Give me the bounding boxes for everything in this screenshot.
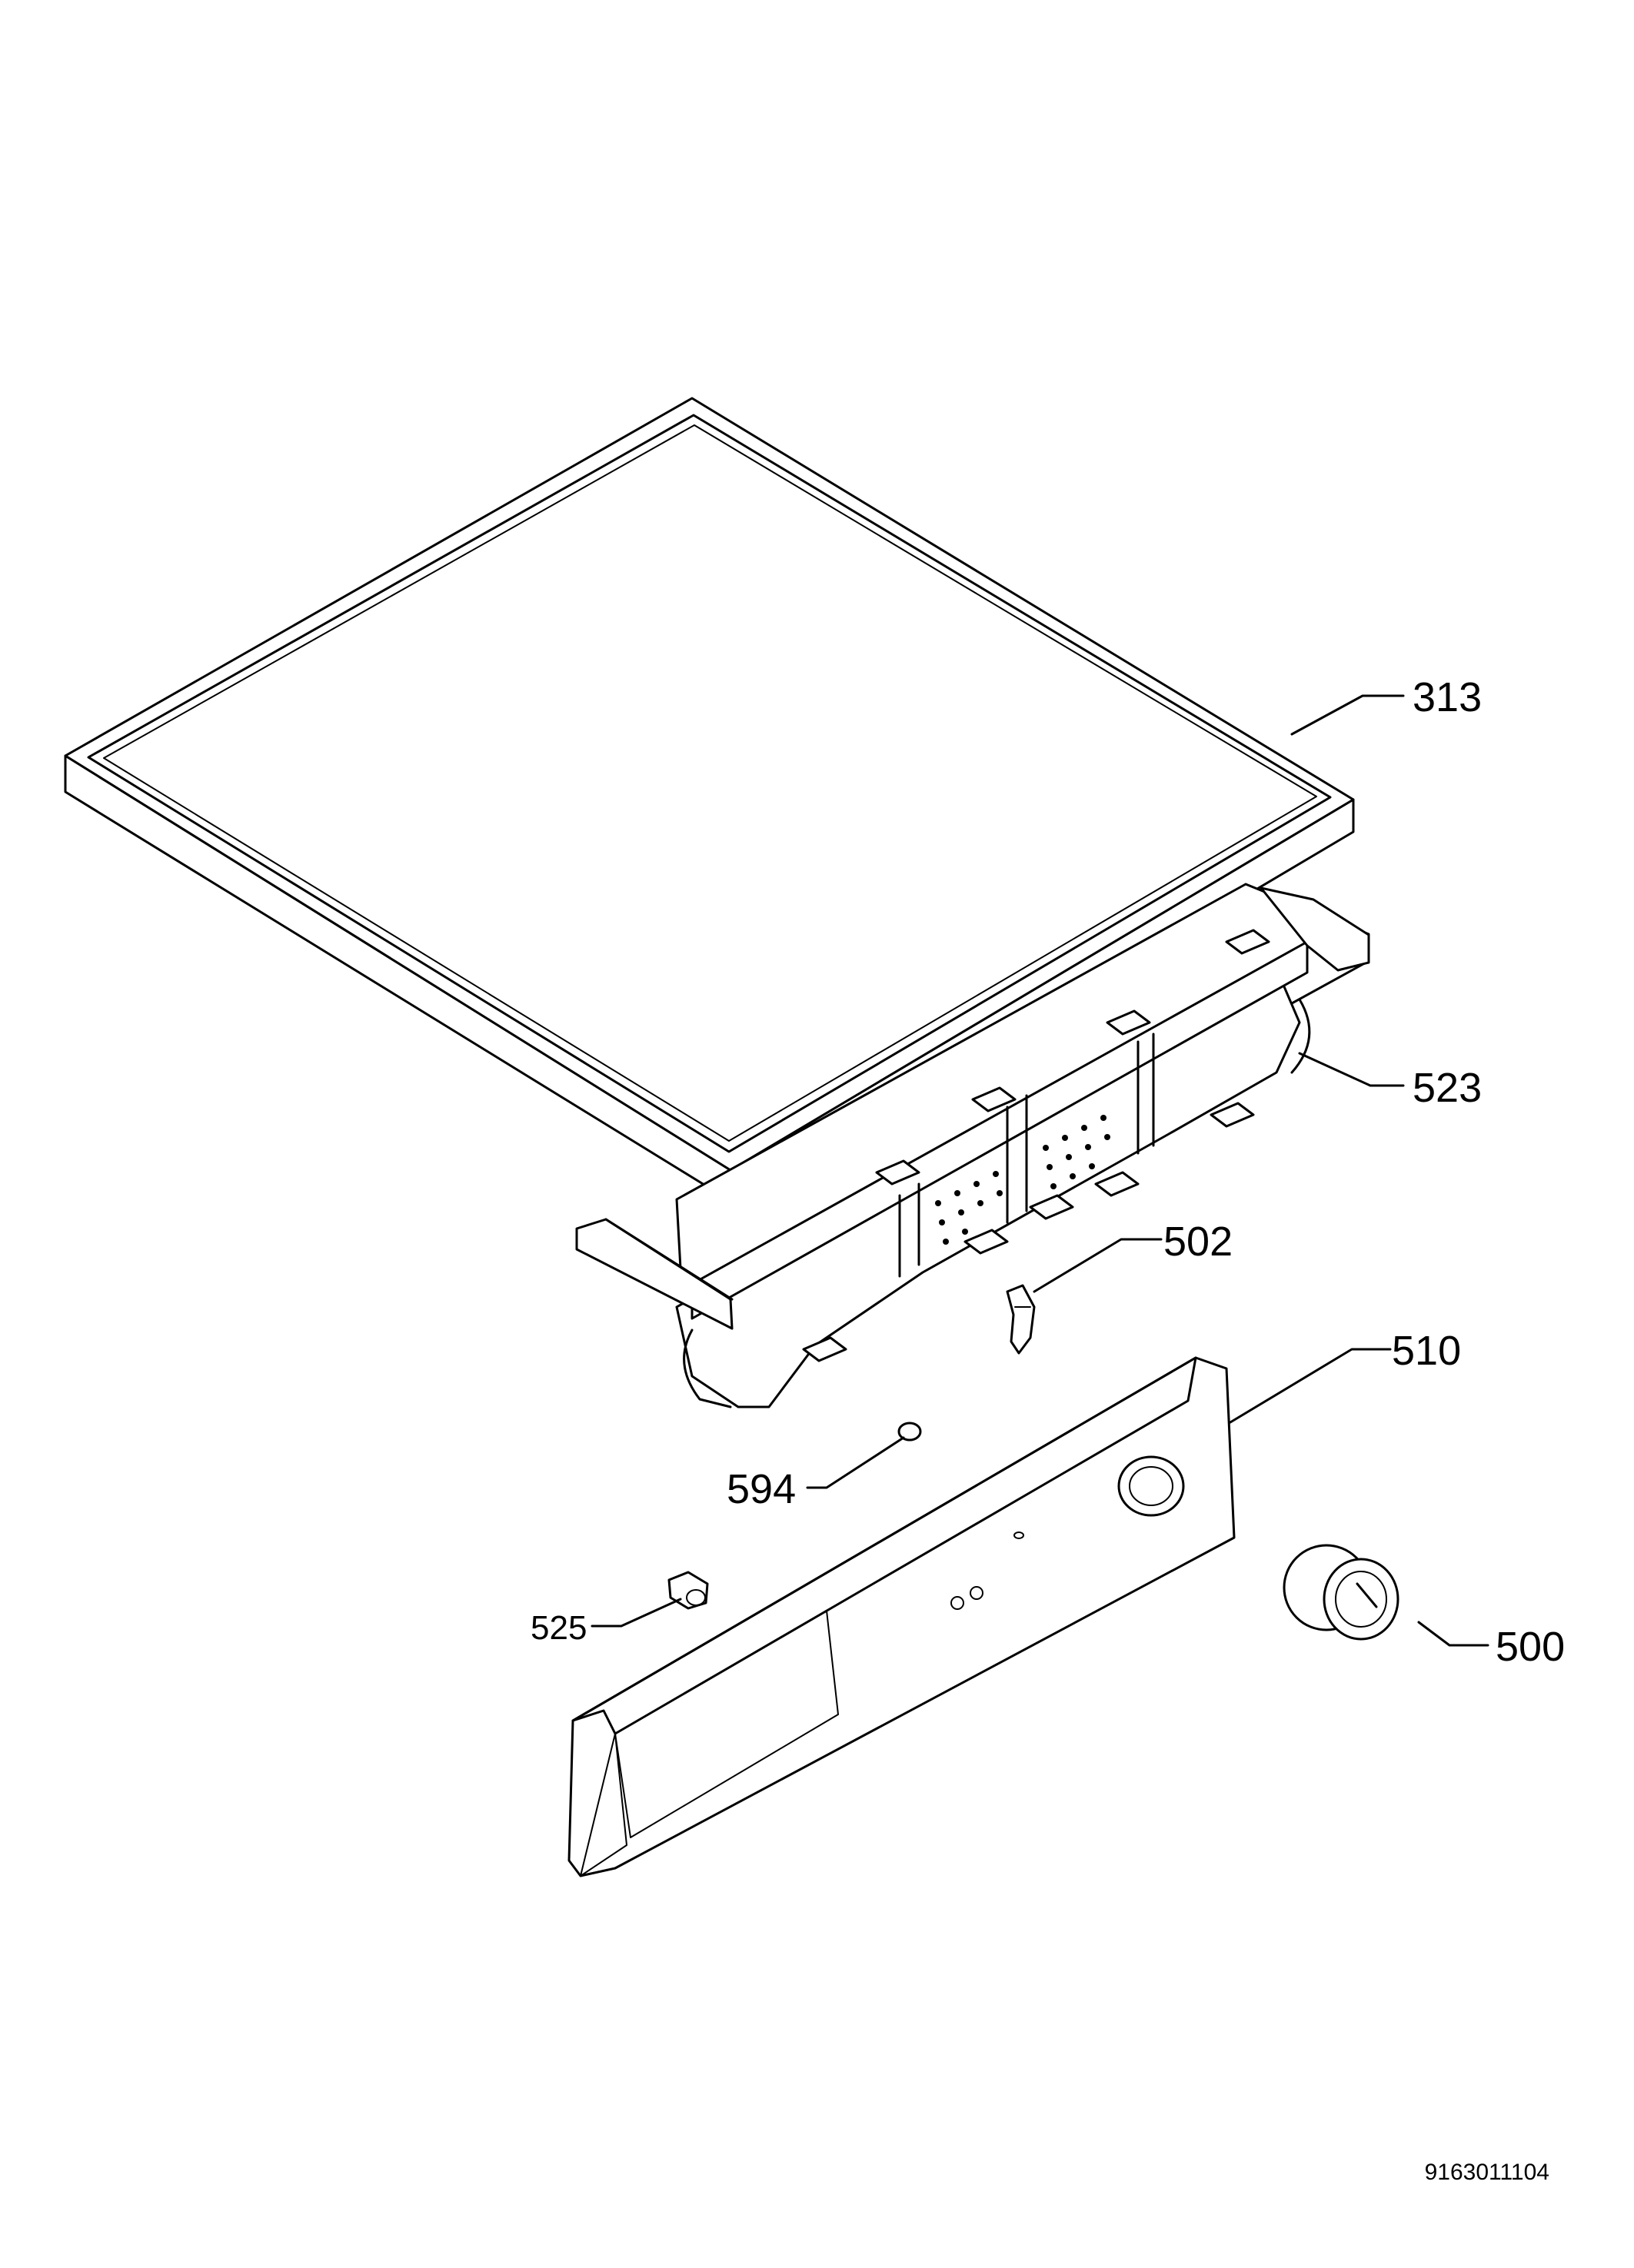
label-510: 510 <box>1392 1328 1461 1374</box>
label-594: 594 <box>727 1466 796 1512</box>
knob <box>1284 1545 1398 1639</box>
label-525: 525 <box>531 1609 587 1647</box>
leader-lines <box>592 696 1488 1645</box>
clip <box>1007 1285 1034 1353</box>
light-guide <box>899 1423 920 1440</box>
label-313: 313 <box>1413 674 1482 720</box>
control-panel-frame <box>577 884 1369 1407</box>
label-500: 500 <box>1496 1624 1565 1670</box>
label-502: 502 <box>1163 1219 1233 1265</box>
document-number: 9163011104 <box>1425 2160 1549 2185</box>
front-panel <box>569 1358 1234 1876</box>
label-523: 523 <box>1413 1065 1482 1111</box>
part-labels: 313 523 502 510 594 525 500 <box>531 674 1565 1670</box>
